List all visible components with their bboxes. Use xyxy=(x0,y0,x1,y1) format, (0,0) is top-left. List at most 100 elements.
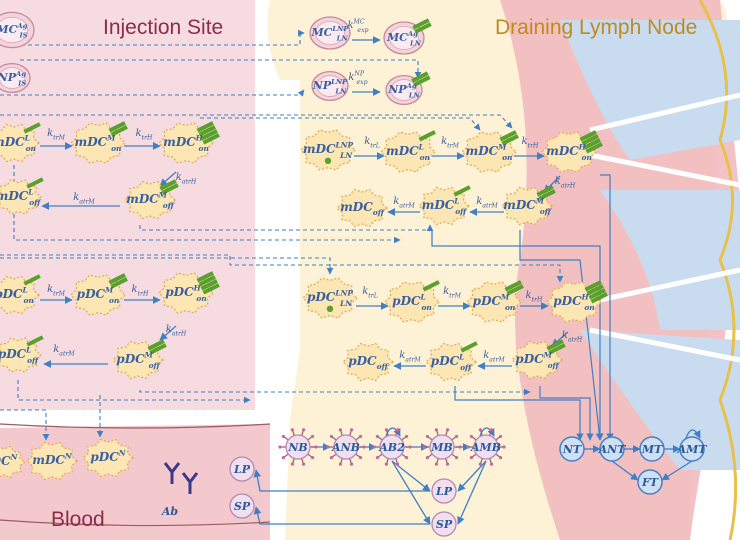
cell-label-dc-blood: DCN xyxy=(0,453,19,468)
cell-np-is: NPAgIS xyxy=(0,62,31,94)
blood-vessel-wall-bottom xyxy=(0,519,271,527)
cell-pdc-off-ln: pDCoff xyxy=(342,342,394,382)
svg-text:ANB: ANB xyxy=(331,441,360,454)
svg-text:LP: LP xyxy=(233,463,251,476)
cell-dc-blood: DCN xyxy=(0,445,26,479)
b-cell-sp: SP xyxy=(431,511,457,537)
rate-label-trL-ln-p: ktrL xyxy=(362,286,378,300)
svg-text:AB2: AB2 xyxy=(378,441,405,454)
lymph-blue-zone-1 xyxy=(560,20,740,160)
rate-label-trH-ln-p: ktrH xyxy=(526,290,544,304)
cell-label-pdc-off-ln: pDCoff xyxy=(348,354,389,371)
svg-text:AMT: AMT xyxy=(677,443,708,456)
svg-text:NT: NT xyxy=(562,443,582,456)
t-cell-amt: AMT xyxy=(677,436,708,462)
rate-label-atrH-ln-p: katrH xyxy=(562,330,583,344)
rate-label-trM-is: ktrM xyxy=(47,128,66,142)
b-cell-amb: AMB xyxy=(466,428,506,466)
cell-label-pdc-blood: pDCN xyxy=(90,449,126,464)
t-cell-ft: FT xyxy=(637,469,663,495)
b-cell-mb: MB xyxy=(422,428,462,466)
svg-text:SP: SP xyxy=(234,500,251,513)
rate-label-atrH-is-p: katrH xyxy=(166,324,187,338)
lymph-sinus-lines xyxy=(589,92,741,363)
b-cell-nb: NB xyxy=(278,428,318,466)
rate-label-atrH-is: katrH xyxy=(176,172,197,186)
blood-sp: SP xyxy=(229,493,255,519)
rate-label-atrM-ln-p2: katrM xyxy=(399,350,421,364)
t-cell-nt: NT xyxy=(559,436,585,462)
b-cell-anb: ANB xyxy=(326,428,366,466)
svg-text:NB: NB xyxy=(287,441,307,454)
cell-label-mdc-blood: mDCN xyxy=(32,452,73,467)
b-cell-ab2: AB2 xyxy=(372,428,412,466)
t-cell-mt: MT xyxy=(639,436,665,462)
rate-label-trH-ln: ktrH xyxy=(522,136,540,150)
cell-label-mdc-off-ln: mDCoff xyxy=(340,200,386,217)
svg-text:SP: SP xyxy=(436,518,453,531)
antibody-icon: Ab xyxy=(161,462,199,518)
svg-text:FT: FT xyxy=(641,476,659,489)
rate-label-trL-ln: ktrL xyxy=(364,136,380,150)
svg-text:AMB: AMB xyxy=(470,441,501,454)
lymph-capsule-line xyxy=(698,0,738,540)
cell-pdc-blood: pDCN xyxy=(82,438,134,478)
cell-mdc-blood: mDCN xyxy=(26,441,78,481)
injection-site-title: Injection Site xyxy=(103,16,224,39)
lymph-blue-zone-2 xyxy=(600,190,740,330)
blood-title: Blood xyxy=(51,508,105,531)
rate-label-trM-ln-p: ktrM xyxy=(443,286,462,300)
rate-label-atrM-ln: katrM xyxy=(476,196,498,210)
rate-label-trH-is: ktrH xyxy=(136,128,154,142)
rate-label-trM-ln: ktrM xyxy=(441,136,460,150)
blood-lp: LP xyxy=(229,456,255,482)
svg-text:MB: MB xyxy=(430,441,452,454)
rate-label-atrM-ln2: katrM xyxy=(393,196,415,210)
